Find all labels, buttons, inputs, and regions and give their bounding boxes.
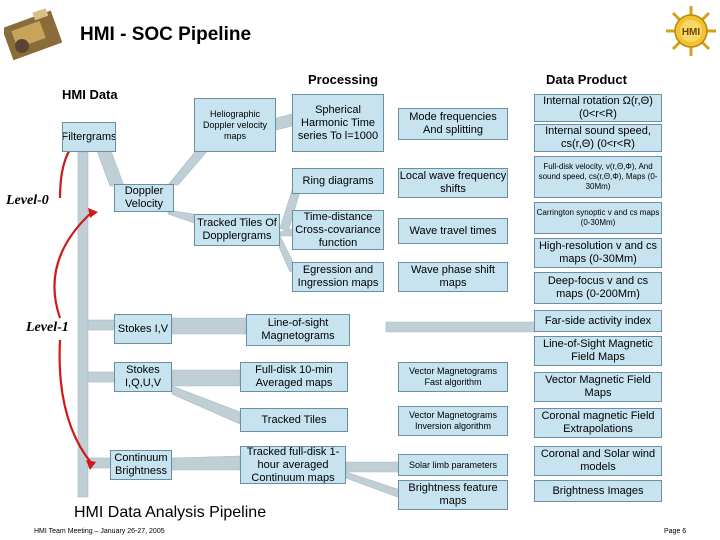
internal-sound-box: Internal sound speed, cs(r,Θ) (0<r<R)	[534, 124, 662, 152]
tracked-tiles-box: Tracked Tiles	[240, 408, 348, 432]
vector-fast-box: Vector Magnetograms Fast algorithm	[398, 362, 508, 392]
time-distance-box: Time-distance Cross-covariance function	[292, 210, 384, 250]
hmi-sun-logo-icon: HMI	[664, 4, 718, 58]
filtergrams-doppler-connector	[95, 147, 125, 187]
level1-arrow-doppler	[53, 211, 93, 319]
mode-frequencies-box: Mode frequencies And splitting	[398, 108, 508, 140]
trackedfull-brightness-connector	[345, 471, 401, 499]
coronal-wind-box: Coronal and Solar wind models	[534, 446, 662, 476]
tracked-full-disk-box: Tracked full-disk 1-hour averaged Contin…	[240, 446, 346, 484]
level1-label: Level-1	[26, 320, 69, 335]
full-disk-velocity-box: Full-disk velocity, v(r,Θ,Φ), And sound …	[534, 156, 662, 198]
level0-arrow	[58, 143, 75, 199]
vector-field-maps-box: Vector Magnetic Field Maps	[534, 372, 662, 402]
los-magnetograms-box: Line-of-sight Magnetograms	[246, 314, 350, 346]
ring-diagrams-box: Ring diagrams	[292, 168, 384, 194]
heliographic-spherical-connector	[275, 113, 293, 131]
analysis-pipeline-subtitle: HMI Data Analysis Pipeline	[74, 504, 267, 521]
spherical-harmonic-box: Spherical Harmonic Time series To l=1000	[292, 94, 384, 152]
filtergrams-box: Filtergrams	[62, 122, 116, 152]
branch-stokes-iquv	[87, 371, 117, 383]
brightness-feature-box: Brightness feature maps	[398, 480, 508, 510]
full-disk-10min-box: Full-disk 10-min Averaged maps	[240, 362, 348, 392]
los-farside-connector	[385, 321, 537, 333]
carrington-box: Carrington synoptic v and cs maps (0-30M…	[534, 202, 662, 234]
svg-text:HMI: HMI	[682, 27, 701, 38]
high-resolution-box: High-resolution v and cs maps (0-30Mm)	[534, 238, 662, 268]
header-data-product: Data Product	[546, 72, 627, 87]
tracked-tiles-doppler-box: Tracked Tiles Of Dopplergrams	[194, 214, 280, 246]
stokes-trackedtiles-connector	[171, 385, 241, 425]
vector-inversion-box: Vector Magnetograms Inversion algorithm	[398, 406, 508, 436]
satellite-instrument-icon	[1, 4, 63, 62]
wave-travel-box: Wave travel times	[398, 218, 508, 244]
stokes-fulldisk-connector	[171, 369, 241, 387]
heliographic-box: Heliographic Doppler velocity maps	[194, 98, 276, 152]
coronal-field-box: Coronal magnetic Field Extrapolations	[534, 408, 662, 438]
stokes-iquv-box: Stokes I,Q,U,V	[114, 362, 172, 392]
stokes-los-connector	[171, 317, 247, 335]
deep-focus-box: Deep-focus v and cs maps (0-200Mm)	[534, 272, 662, 304]
egression-box: Egression and Ingression maps	[292, 262, 384, 292]
level0-label: Level-0	[6, 193, 49, 208]
internal-rotation-box: Internal rotation Ω(r,Θ) (0<r<R)	[534, 94, 662, 122]
los-field-maps-box: Line-of-Sight Magnetic Field Maps	[534, 336, 662, 366]
trackedfull-solarlimb-connector	[345, 461, 401, 473]
level1-arrow-continuum	[58, 339, 93, 465]
footer-page: Page 6	[664, 528, 687, 535]
header-hmi-data: HMI Data	[62, 87, 118, 102]
continuum-trackedfull-connector	[171, 455, 241, 471]
footer-meeting: HMI Team Meeting – January 26-27, 2005	[34, 528, 165, 535]
local-wave-box: Local wave frequency shifts	[398, 168, 508, 198]
far-side-box: Far-side activity index	[534, 310, 662, 332]
page-title: HMI - SOC Pipeline	[80, 24, 252, 45]
doppler-velocity-box: Doppler Velocity	[114, 184, 174, 212]
brightness-images-box: Brightness Images	[534, 480, 662, 502]
wave-phase-box: Wave phase shift maps	[398, 262, 508, 292]
header-processing: Processing	[308, 72, 379, 87]
branch-stokes-iv	[87, 319, 117, 331]
continuum-box: Continuum Brightness	[110, 450, 172, 480]
stokes-iv-box: Stokes I,V	[114, 314, 172, 344]
solar-limb-box: Solar limb parameters	[398, 454, 508, 476]
